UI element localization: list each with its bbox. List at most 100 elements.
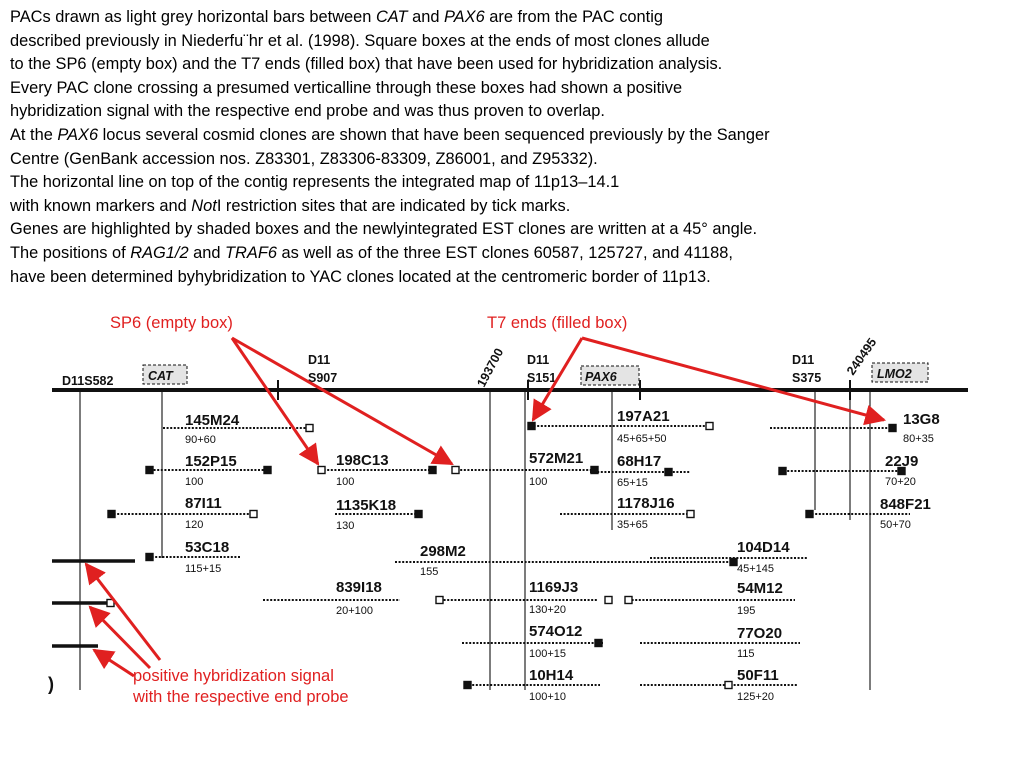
caption-line: The positions of RAG1/2 and TRAF6 as wel… (10, 243, 733, 262)
clone-size: 130+20 (529, 604, 566, 616)
t7-end-box (594, 638, 603, 648)
sp6-end-box (305, 423, 314, 433)
clone-name: 572M21 (529, 450, 583, 467)
clone-name: 198C13 (336, 452, 389, 469)
clone-end-boxes (107, 421, 906, 690)
clone-size: 100 (185, 476, 203, 488)
clone-size: 115 (737, 648, 755, 660)
positive-signal-arrow (84, 562, 162, 661)
t7-end-box (463, 680, 472, 690)
clone-name: 1178J16 (617, 495, 675, 512)
caption-line: have been determined byhybridization to … (10, 267, 711, 286)
sp6-arrow (230, 337, 320, 466)
positive-signal-annotation-line1: positive hybridization signal (133, 667, 334, 685)
marker-d11s582-line1: D11S582 (62, 374, 113, 388)
t7-end-box (729, 557, 738, 567)
marker-d11s907-line1: D11 (308, 353, 330, 367)
t7-end-box (897, 466, 906, 476)
caption-line: hybridization signal with the respective… (10, 102, 605, 121)
marker-d11s151-line1: D11 (527, 353, 549, 367)
clone-name: 87I11 (185, 495, 222, 512)
sp6-end-box (435, 595, 444, 605)
clone-name: 54M12 (737, 580, 783, 597)
caption-line: At the PAX6 locus several cosmid clones … (10, 125, 770, 144)
t7-end-box (527, 421, 536, 431)
pac-contig-diagram: D11S582 D11 S907 D11 S151 D11 S375 CAT P… (48, 314, 968, 706)
clone-size: 195 (737, 605, 755, 617)
gene-box-pax6 (580, 365, 640, 386)
vertical-lines (79, 392, 871, 690)
clone-size: 70+20 (885, 476, 916, 488)
positive-signal-arrow (88, 605, 152, 670)
sp6-end-box (686, 509, 695, 519)
sp6-end-box (624, 595, 633, 605)
caption-line: PACs drawn as light grey horizontal bars… (10, 8, 663, 26)
clone-size: 20+100 (336, 605, 373, 617)
clone-name: 13G8 (903, 411, 940, 428)
clone-size: 80+35 (903, 433, 934, 445)
clone-size: 125+20 (737, 691, 774, 703)
clone-name: 22J9 (885, 453, 918, 470)
clone-name: 152P15 (185, 453, 237, 470)
t7-end-box (590, 465, 599, 475)
figure-caption: PACs drawn as light grey horizontal bars… (10, 6, 1014, 289)
clone-size: 100 (336, 476, 354, 488)
clone-name: 1169J3 (529, 579, 578, 596)
sp6-end-box (604, 595, 613, 605)
integrated-map (52, 380, 968, 400)
t7-end-box (414, 509, 423, 519)
gene-boxes: CAT PAX6 LMO2 (142, 362, 929, 386)
clone-size: 90+60 (185, 434, 216, 446)
marker-d11s375-line2: S375 (792, 371, 821, 385)
clone-size: 100 (529, 476, 547, 488)
caption-line: Centre (GenBank accession nos. Z83301, Z… (10, 149, 598, 168)
clone-size: 45+145 (737, 563, 774, 575)
caption-line: to the SP6 (empty box) and the T7 ends (… (10, 55, 723, 74)
caption-line: with known markers and NotI restriction … (10, 196, 571, 215)
clone-size: 35+65 (617, 519, 648, 531)
clone-name: 298M2 (420, 543, 466, 560)
sp6-end-box (705, 421, 714, 431)
clone-name: 574O12 (529, 623, 582, 640)
clone-name: 53C18 (185, 539, 229, 556)
t7-arrow (531, 337, 584, 422)
t7-end-box (263, 465, 272, 475)
sp6-annotation: SP6 (empty box) (110, 314, 233, 332)
clone-size: 45+65+50 (617, 433, 667, 445)
t7-end-box (145, 552, 154, 562)
clone-labels: 145M24 90+60 152P15 100 87I11 120 53C18 … (185, 408, 940, 703)
clone-size: 120 (185, 519, 203, 531)
sp6-end-box (249, 509, 258, 519)
t7-end-box (107, 509, 116, 519)
sp6-arrow (231, 336, 454, 466)
partial-glyph: ) (48, 674, 54, 694)
clone-size: 65+15 (617, 477, 648, 489)
t7-end-box (145, 465, 154, 475)
sp6-end-box (317, 465, 326, 475)
clone-name: 10H14 (529, 667, 574, 684)
clone-name: 50F11 (737, 667, 779, 684)
sp6-end-box (724, 680, 733, 690)
t7-end-box (664, 467, 673, 477)
clone-name: 68H17 (617, 453, 661, 470)
caption-line: Every PAC clone crossing a presumed vert… (10, 78, 683, 97)
clone-size: 130 (336, 520, 354, 532)
marker-d11s907-line2: S907 (308, 371, 337, 385)
clone-name: 197A21 (617, 408, 670, 425)
caption-line: The horizontal line on top of the contig… (10, 173, 620, 192)
clone-size: 100+10 (529, 691, 566, 703)
caption-line: Genes are highlighted by shaded boxes an… (10, 220, 758, 239)
gene-box-cat (142, 364, 188, 385)
clone-name: 839I18 (336, 579, 382, 596)
t7-end-box (888, 423, 897, 433)
clone-size: 115+15 (185, 563, 221, 575)
positive-signal-arrow (92, 648, 135, 678)
t7-arrow (581, 336, 887, 426)
positive-signal-bars: ) (48, 559, 135, 694)
clone-bars (110, 425, 910, 686)
gene-label-cat: CAT (148, 369, 174, 383)
map-markers: D11S582 D11 S907 D11 S151 D11 S375 (62, 353, 821, 388)
t7-end-box (805, 509, 814, 519)
t7-annotation: T7 ends (filled box) (487, 314, 627, 332)
gene-label-lmo2: LMO2 (877, 367, 912, 381)
